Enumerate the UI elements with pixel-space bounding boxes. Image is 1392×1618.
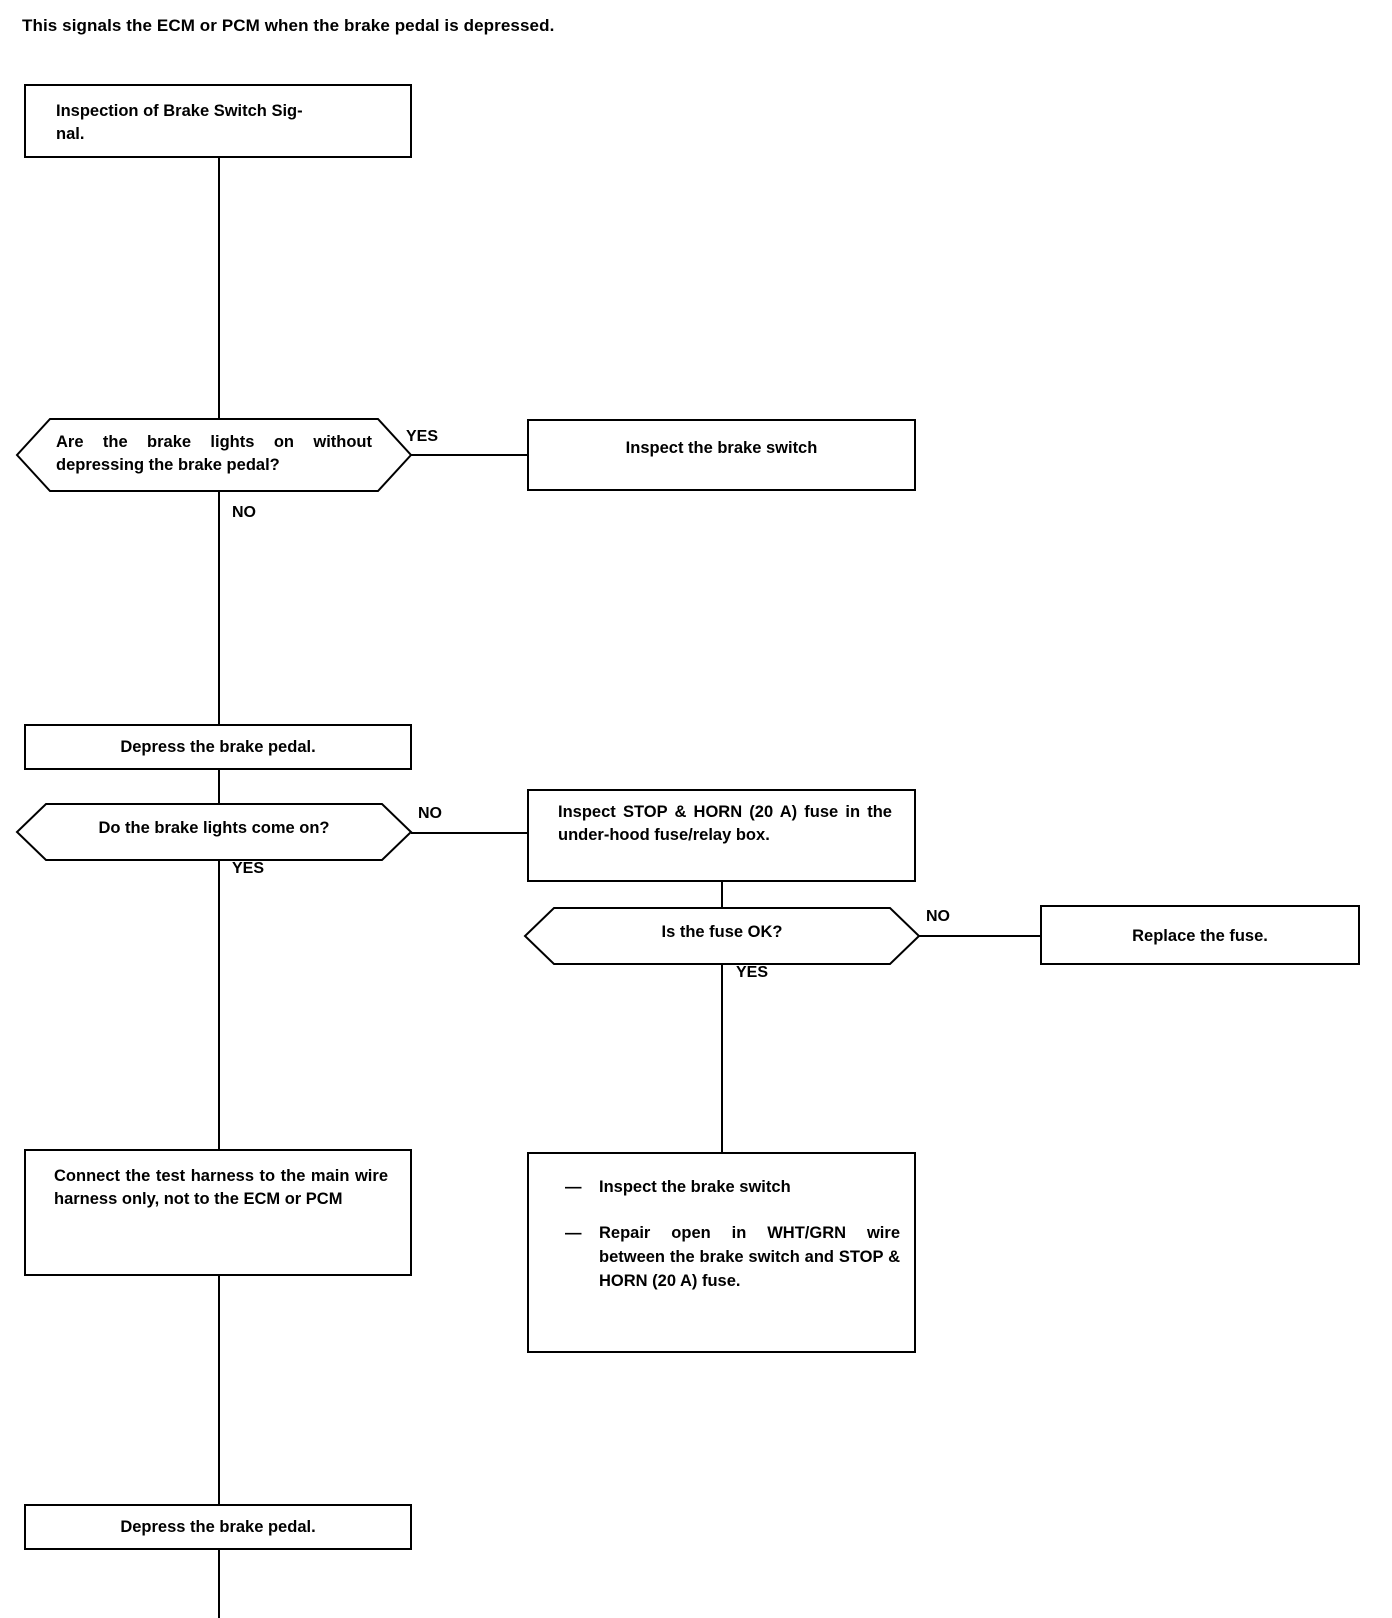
node-depress1-box: Depress the brake pedal.	[24, 724, 412, 770]
decision3-yes-label: YES	[736, 964, 769, 981]
node-decision3-label: Is the fuse OK?	[661, 923, 783, 941]
decision3-shape	[523, 907, 921, 965]
decision2-no-label: NO	[418, 805, 442, 822]
list-item: — Inspect the brake switch	[565, 1176, 900, 1200]
connector-inspect-fuse-to-decision3	[721, 882, 723, 909]
decision1-no-label: NO	[232, 504, 256, 521]
node-decision1-label: Are the brake lights on without depressi…	[56, 433, 372, 475]
connector-depress2-continues	[218, 1550, 220, 1618]
node-inspect-switch-1-box: Inspect the brake switch	[527, 419, 916, 491]
connector-decision2-to-connect-harness	[218, 861, 220, 1149]
connector-decision3-to-repair-actions	[721, 965, 723, 1152]
connector-decision1-yes	[411, 454, 528, 456]
node-decision3: Is the fuse OK?	[523, 907, 921, 965]
repair-actions-list: — Inspect the brake switch — Repair open…	[565, 1176, 900, 1294]
decision2-shape	[15, 803, 413, 861]
node-replace-fuse-box: Replace the fuse.	[1040, 905, 1360, 965]
node-connect-harness-label: Connect the test harness to the main wir…	[54, 1167, 388, 1209]
node-start-label: Inspection of Brake Switch Sig-nal.	[56, 102, 303, 144]
node-inspect-switch-1-label: Inspect the brake switch	[625, 439, 818, 457]
node-start-box: Inspection of Brake Switch Sig-nal.	[24, 84, 412, 158]
node-depress2-box: Depress the brake pedal.	[24, 1504, 412, 1550]
list-item: — Repair open in WHT/GRN wire between th…	[565, 1222, 900, 1294]
repair-action-1-text: Inspect the brake switch	[599, 1178, 791, 1196]
connector-start-to-decision1	[218, 158, 220, 420]
connector-connect-harness-to-depress2	[218, 1276, 220, 1504]
node-depress2-label: Depress the brake pedal.	[120, 1518, 316, 1536]
connector-decision3-no	[919, 935, 1041, 937]
node-decision2: Do the brake lights come on?	[15, 803, 413, 861]
repair-action-2-text: Repair open in WHT/GRN wire between the …	[599, 1223, 900, 1290]
node-inspect-fuse-label: Inspect STOP & HORN (20 A) fuse in the u…	[558, 803, 892, 845]
node-repair-actions-box: — Inspect the brake switch — Repair open…	[527, 1152, 916, 1353]
connector-decision2-no	[411, 832, 528, 834]
connector-depress1-to-decision2	[218, 770, 220, 805]
decision1-shape	[15, 418, 413, 492]
dash-bullet-icon: —	[565, 1178, 582, 1196]
decision1-yes-label: YES	[406, 428, 439, 445]
decision2-yes-label: YES	[232, 860, 265, 877]
node-connect-harness-box: Connect the test harness to the main wir…	[24, 1149, 412, 1276]
intro-text: This signals the ECM or PCM when the bra…	[22, 16, 555, 35]
node-decision2-label: Do the brake lights come on?	[98, 819, 330, 837]
node-decision1: Are the brake lights on without depressi…	[15, 418, 413, 492]
node-depress1-label: Depress the brake pedal.	[120, 738, 316, 756]
connector-decision1-to-depress1	[218, 492, 220, 724]
node-replace-fuse-label: Replace the fuse.	[1132, 927, 1268, 945]
dash-bullet-icon: —	[565, 1223, 582, 1242]
decision3-no-label: NO	[926, 908, 950, 925]
node-inspect-fuse-box: Inspect STOP & HORN (20 A) fuse in the u…	[527, 789, 916, 882]
